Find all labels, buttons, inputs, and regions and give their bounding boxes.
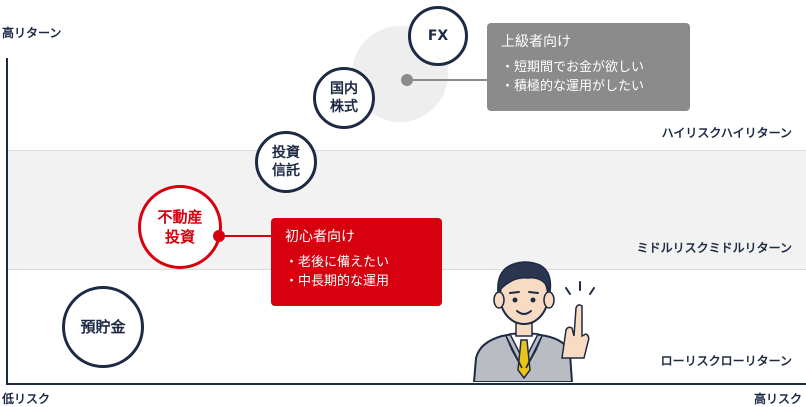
band-label-low: ローリスクローリターン bbox=[660, 354, 792, 368]
beginner-callout: 初心者向け ・老後に備えたい ・中長期的な運用 bbox=[271, 218, 442, 306]
beginner-callout-bullet: ・中長期的な運用 bbox=[285, 274, 390, 289]
x-axis-right-label: 高リスク bbox=[753, 392, 802, 406]
businessman-illustration bbox=[472, 261, 595, 382]
band-label-high: ハイリスクハイリターン bbox=[661, 126, 792, 140]
y-axis-top-label: 高リターン bbox=[2, 26, 62, 40]
band-label-middle: ミドルリスクミドルリターン bbox=[636, 241, 792, 255]
advanced-callout-bullet: ・短期間でお金が欲しい bbox=[501, 60, 645, 75]
advanced-callout-bullet: ・積極的な運用がしたい bbox=[501, 79, 645, 94]
y-axis-line bbox=[6, 58, 8, 385]
beginner-callout-title: 初心者向け bbox=[285, 229, 355, 245]
product-real-estate: 不動産 投資 bbox=[138, 185, 222, 269]
advanced-connector-dot bbox=[401, 74, 413, 86]
beginner-callout-bullet: ・老後に備えたい bbox=[285, 255, 390, 270]
x-axis-line bbox=[6, 383, 806, 385]
product-deposit: 預貯金 bbox=[62, 286, 144, 368]
beginner-connector-dot bbox=[213, 230, 225, 242]
x-axis-left-label: 低リスク bbox=[2, 392, 51, 406]
advanced-callout-title: 上級者向け bbox=[501, 34, 571, 50]
advanced-connector-line bbox=[407, 79, 489, 81]
advanced-callout: 上級者向け ・短期間でお金が欲しい ・積極的な運用がしたい bbox=[487, 23, 690, 111]
product-domestic-stock: 国内 株式 bbox=[313, 67, 375, 129]
product-fx: FX bbox=[408, 6, 468, 66]
beginner-connector-line bbox=[219, 235, 272, 237]
product-investment-trust: 投資 信託 bbox=[255, 131, 317, 193]
